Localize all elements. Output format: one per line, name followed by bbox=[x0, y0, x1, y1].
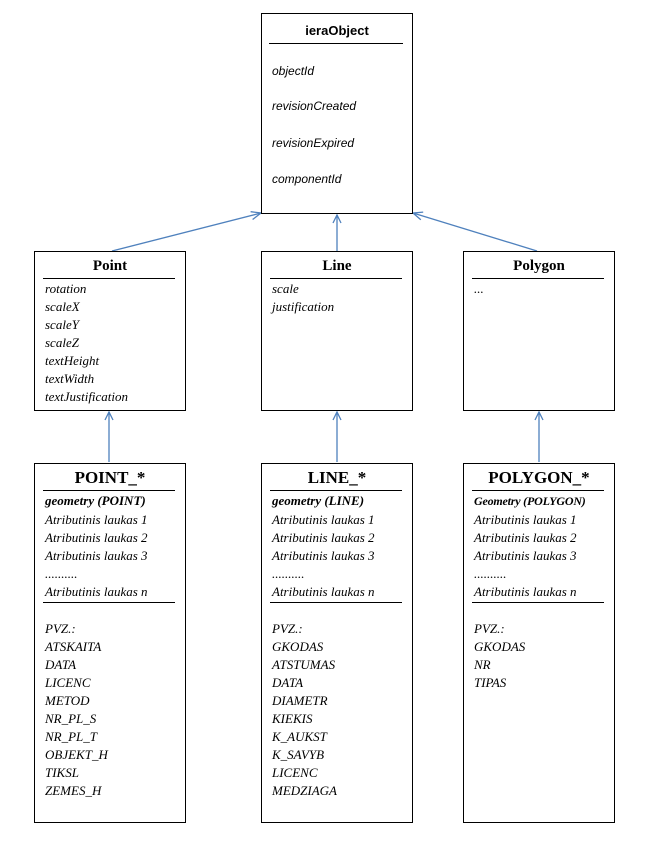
class-box-polygon: Polygon ... bbox=[463, 251, 615, 411]
arrowhead-line-star-to-line bbox=[332, 410, 342, 421]
attribute-laukas-3: Atributinis laukas 3 bbox=[272, 548, 375, 563]
class-title-ieraobject: ieraObject bbox=[305, 23, 369, 38]
example-field: NR_PL_T bbox=[45, 729, 98, 744]
class-box-line: Line scale justification bbox=[261, 251, 413, 411]
class-divider-point-star-title bbox=[43, 490, 175, 491]
attribute-scalex: scaleX bbox=[45, 299, 80, 314]
example-field: DIAMETR bbox=[272, 693, 328, 708]
attribute-laukas-2: Atributinis laukas 2 bbox=[474, 530, 577, 545]
example-label: PVZ.: bbox=[45, 621, 76, 636]
example-field: K_AUKST bbox=[272, 729, 327, 744]
class-divider-line bbox=[270, 278, 402, 279]
example-field: GKODAS bbox=[272, 639, 324, 654]
class-box-ieraobject: ieraObject objectId revisionCreated revi… bbox=[261, 13, 413, 214]
attribute-justification: justification bbox=[272, 299, 335, 314]
example-label: PVZ.: bbox=[272, 621, 303, 636]
arrowhead-point-star-to-point bbox=[104, 410, 114, 421]
example-field: DATA bbox=[45, 657, 77, 672]
class-title-line: Line bbox=[322, 258, 352, 274]
arrowhead-polygon-to-iera bbox=[411, 211, 424, 221]
class-divider-point-star-attrs bbox=[43, 602, 175, 603]
attribute-revisioncreated: revisionCreated bbox=[272, 99, 357, 113]
attribute-laukas-2: Atributinis laukas 2 bbox=[272, 530, 375, 545]
example-label: PVZ.: bbox=[474, 621, 505, 636]
attribute-ellipsis: .......... bbox=[272, 566, 305, 581]
attribute-scaley: scaleY bbox=[45, 317, 79, 332]
class-title-polygon: Polygon bbox=[513, 258, 565, 274]
attribute-laukas-3: Atributinis laukas 3 bbox=[45, 548, 148, 563]
attribute-laukas-1: Atributinis laukas 1 bbox=[272, 512, 375, 527]
attribute-ellipsis: .......... bbox=[45, 566, 78, 581]
class-title-line-star: LINE_* bbox=[307, 468, 367, 487]
example-field: KIEKIS bbox=[272, 711, 313, 726]
generalization-point-to-iera bbox=[111, 212, 262, 252]
class-box-point: Point rotation scaleX scaleY scaleZ text… bbox=[34, 251, 186, 411]
class-divider-polygon bbox=[472, 278, 604, 279]
attribute-rotation: rotation bbox=[45, 281, 87, 296]
class-title-polygon-star: POLYGON_* bbox=[488, 468, 590, 487]
attribute-laukas-2: Atributinis laukas 2 bbox=[45, 530, 148, 545]
class-divider-polygon-star-title bbox=[472, 490, 604, 491]
class-divider-line-star-title bbox=[270, 490, 402, 491]
attribute-scalez: scaleZ bbox=[45, 335, 79, 350]
geometry-attribute: geometry (POINT) bbox=[45, 493, 146, 508]
class-divider-polygon-star-attrs bbox=[472, 602, 604, 603]
geometry-attribute: geometry (LINE) bbox=[272, 493, 365, 508]
attribute-ellipsis: ... bbox=[474, 281, 484, 296]
attribute-laukas-n: Atributinis laukas n bbox=[474, 584, 577, 599]
example-field: MEDZIAGA bbox=[272, 783, 337, 798]
class-divider-line-star-attrs bbox=[270, 602, 402, 603]
example-field: ATSKAITA bbox=[45, 639, 102, 654]
attribute-scale: scale bbox=[272, 281, 299, 296]
example-field: OBJEKT_H bbox=[45, 747, 108, 762]
attribute-textwidth: textWidth bbox=[45, 371, 95, 386]
example-field: DATA bbox=[272, 675, 304, 690]
example-field: K_SAVYB bbox=[272, 747, 325, 762]
class-title-point: Point bbox=[92, 258, 128, 274]
attribute-laukas-1: Atributinis laukas 1 bbox=[474, 512, 577, 527]
class-divider-point bbox=[43, 278, 175, 279]
example-field: TIKSL bbox=[45, 765, 79, 780]
example-field: ZEMES_H bbox=[45, 783, 102, 798]
class-box-line-star: LINE_* geometry (LINE) Atributinis lauka… bbox=[261, 463, 413, 823]
example-field: METOD bbox=[45, 693, 90, 708]
attribute-laukas-1: Atributinis laukas 1 bbox=[45, 512, 148, 527]
example-field: LICENC bbox=[272, 765, 318, 780]
example-field: ATSTUMAS bbox=[272, 657, 336, 672]
example-field: TIPAS bbox=[474, 675, 507, 690]
attribute-laukas-n: Atributinis laukas n bbox=[272, 584, 375, 599]
attribute-revisionexpired: revisionExpired bbox=[272, 136, 355, 150]
class-box-polygon-star: POLYGON_* Geometry (POLYGON) Atributinis… bbox=[463, 463, 615, 823]
attribute-laukas-n: Atributinis laukas n bbox=[45, 584, 148, 599]
geometry-attribute: Geometry (POLYGON) bbox=[474, 494, 586, 508]
example-field: GKODAS bbox=[474, 639, 526, 654]
attribute-ellipsis: .......... bbox=[474, 566, 507, 581]
arrowhead-line-to-iera bbox=[332, 213, 342, 224]
class-title-point-star: POINT_* bbox=[74, 468, 146, 487]
attribute-textheight: textHeight bbox=[45, 353, 100, 368]
attribute-textjustification: textJustification bbox=[45, 389, 129, 404]
attribute-objectid: objectId bbox=[272, 64, 315, 78]
generalization-polygon-to-iera bbox=[412, 212, 538, 252]
attribute-componentid: componentId bbox=[272, 172, 342, 186]
example-field: NR bbox=[474, 657, 491, 672]
attribute-laukas-3: Atributinis laukas 3 bbox=[474, 548, 577, 563]
example-field: NR_PL_S bbox=[45, 711, 97, 726]
example-field: LICENC bbox=[45, 675, 91, 690]
class-divider-ieraobject bbox=[269, 43, 403, 44]
arrowhead-polygon-star-to-polygon bbox=[534, 410, 544, 421]
class-box-point-star: POINT_* geometry (POINT) Atributinis lau… bbox=[34, 463, 186, 823]
